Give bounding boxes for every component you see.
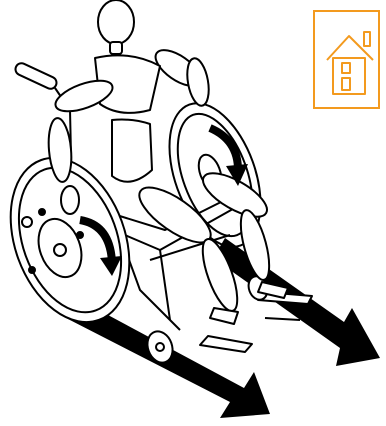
house-badge [313,10,380,109]
caster-wheels [143,274,270,366]
